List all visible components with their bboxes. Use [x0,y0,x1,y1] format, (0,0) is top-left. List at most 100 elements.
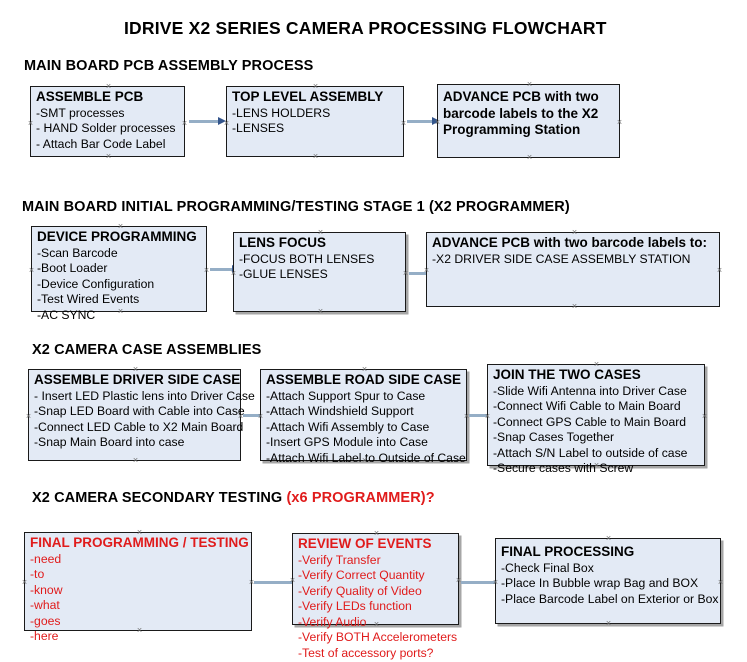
node-line: -Place Barcode Label on Exterior or Box [501,591,719,606]
node-line: -Connect GPS Cable to Main Board [493,414,687,429]
resize-handle-left[interactable] [257,413,264,420]
node-line: -Test Wired Events [37,292,140,307]
node-line: -Verify Transfer [298,552,381,567]
node-title: FINAL PROGRAMMING / TESTING [30,535,249,550]
node-line: -GLUE LENSES [239,267,328,282]
node-final-programming-testing[interactable]: FINAL PROGRAMMING / TESTING -need -to -k… [21,532,255,643]
resize-handle-bottom[interactable] [317,308,324,315]
resize-handle-left[interactable] [492,579,499,586]
node-line: -Snap Main Board into case [34,435,185,450]
node-advance-pcb-to-x2-programming-station[interactable]: ADVANCE PCB with two barcode labels to t… [437,84,620,158]
node-line: -SMT processes [36,105,125,120]
node-line: -Boot Loader [37,261,108,276]
connector-shaft [210,268,234,271]
connector-shaft [254,581,294,584]
node-line: -Verify LEDs function [298,599,412,614]
section-heading-text: MAIN BOARD PCB ASSEMBLY PROCESS [24,58,314,74]
resize-handle-right[interactable] [717,579,724,586]
node-final-processing[interactable]: FINAL PROCESSING -Check Final Box -Place… [495,538,721,624]
node-title: TOP LEVEL ASSEMBLY [232,89,384,104]
resize-handle-left[interactable] [27,120,34,127]
node-line: -Secure cases with Screw [493,461,634,476]
node-line: -Verify Quality of Video [298,583,422,598]
resize-handle-right[interactable] [463,413,470,420]
resize-handle-bottom[interactable] [605,620,612,627]
node-assemble-pcb[interactable]: ASSEMBLE PCB -SMT processes - HAND Solde… [30,86,185,157]
resize-handle-right[interactable] [455,577,462,584]
section-heading-text: X2 CAMERA SECONDARY TESTING [32,490,287,506]
resize-handle-right[interactable] [716,267,723,274]
node-body: FINAL PROGRAMMING / TESTING -need -to -k… [30,535,249,645]
node-title: ASSEMBLE ROAD SIDE CASE [266,372,462,387]
node-line: -here [30,629,59,644]
section-heading-text: MAIN BOARD INITIAL PROGRAMMING/TESTING S… [22,199,570,215]
node-line: -Attach S/N Label to outside of case [493,445,688,460]
node-line: -Place In Bubble wrap Bag and BOX [501,576,699,591]
node-line: -AC SYNC [37,307,96,322]
section-heading-text: X2 CAMERA CASE ASSEMBLIES [32,342,262,358]
node-line: -Test of accessory ports? [298,646,434,661]
resize-handle-left[interactable] [223,120,230,127]
node-review-of-events[interactable]: REVIEW OF EVENTS -Verify Transfer -Verif… [289,533,462,660]
resize-handle-right[interactable] [616,119,623,126]
resize-handle-bottom[interactable] [526,154,533,161]
node-join-the-two-cases[interactable]: JOIN THE TWO CASES -Slide Wifi Antenna i… [484,364,708,475]
node-line: - Attach Bar Code Label [36,136,166,151]
arrowhead-icon [218,117,226,125]
resize-handle-right[interactable] [248,579,255,586]
node-title: DEVICE PROGRAMMING [37,229,197,244]
node-line: -Snap Cases Together [493,430,615,445]
node-assemble-driver-side-case[interactable]: ASSEMBLE DRIVER SIDE CASE - Insert LED P… [25,369,255,464]
resize-handle-bottom[interactable] [312,153,319,160]
node-line: -Attach Wifi Label to Outside of Case [266,450,466,465]
resize-handle-left[interactable] [28,267,35,274]
node-line: -X2 DRIVER SIDE CASE ASSEMBLY STATION [432,251,691,266]
resize-handle-left[interactable] [21,579,28,586]
node-line: -LENSES [232,121,285,136]
resize-handle-left[interactable] [230,270,237,277]
node-line: - Insert LED Plastic lens into Driver Ca… [34,388,255,403]
node-line: -LENS HOLDERS [232,105,331,120]
node-body: DEVICE PROGRAMMING -Scan Barcode -Boot L… [37,229,204,323]
node-advance-pcb-to-driver-side-case-station[interactable]: ADVANCE PCB with two barcode labels to: … [426,232,720,307]
section-heading-main-board-pcb-assembly: MAIN BOARD PCB ASSEMBLY PROCESS [24,58,313,74]
node-title: LENS FOCUS [239,235,327,250]
node-line: -Scan Barcode [37,245,118,260]
connector-shaft [461,581,498,584]
resize-handle-left[interactable] [289,577,296,584]
node-line: -Attach Windshield Support [266,404,414,419]
connector-assemble-pcb-to-top-level-assembly [189,117,228,126]
node-line: -FOCUS BOTH LENSES [239,251,375,266]
node-assemble-road-side-case[interactable]: ASSEMBLE ROAD SIDE CASE -Attach Support … [257,369,470,465]
node-device-programming[interactable]: DEVICE PROGRAMMING -Scan Barcode -Boot L… [28,226,210,322]
resize-handle-bottom[interactable] [132,457,139,464]
node-line: -Verify Audio [298,614,367,629]
section-heading-x2-camera-case-assemblies: X2 CAMERA CASE ASSEMBLIES [32,342,261,358]
resize-handle-right[interactable] [203,267,210,274]
resize-handle-left[interactable] [423,267,430,274]
resize-handle-left[interactable] [25,413,32,420]
node-body: ASSEMBLE PCB -SMT processes - HAND Solde… [36,89,182,152]
node-line: -Snap LED Board with Cable into Case [34,404,245,419]
resize-handle-bottom[interactable] [105,153,112,160]
resize-handle-top[interactable] [526,81,533,88]
resize-handle-left[interactable] [484,413,491,420]
node-body: REVIEW OF EVENTS -Verify Transfer -Verif… [298,536,457,662]
node-lens-focus[interactable]: LENS FOCUS -FOCUS BOTH LENSES -GLUE LENS… [233,232,406,312]
resize-handle-left[interactable] [434,119,441,126]
node-body: ASSEMBLE ROAD SIDE CASE -Attach Support … [266,372,466,466]
node-line: -Attach Wifi Assembly to Case [266,419,430,434]
node-line: -know [30,582,63,597]
node-title: ASSEMBLE PCB [36,89,144,104]
node-line: -Check Final Box [501,560,594,575]
resize-handle-right[interactable] [402,270,409,277]
resize-handle-right[interactable] [701,413,708,420]
node-line: -to [30,567,45,582]
resize-handle-right[interactable] [400,120,407,127]
resize-handle-bottom[interactable] [571,303,578,310]
resize-handle-top[interactable] [605,535,612,542]
resize-handle-right[interactable] [181,120,188,127]
node-line: -Verify Correct Quantity [298,568,425,583]
node-top-level-assembly[interactable]: TOP LEVEL ASSEMBLY -LENS HOLDERS -LENSES [226,86,404,157]
